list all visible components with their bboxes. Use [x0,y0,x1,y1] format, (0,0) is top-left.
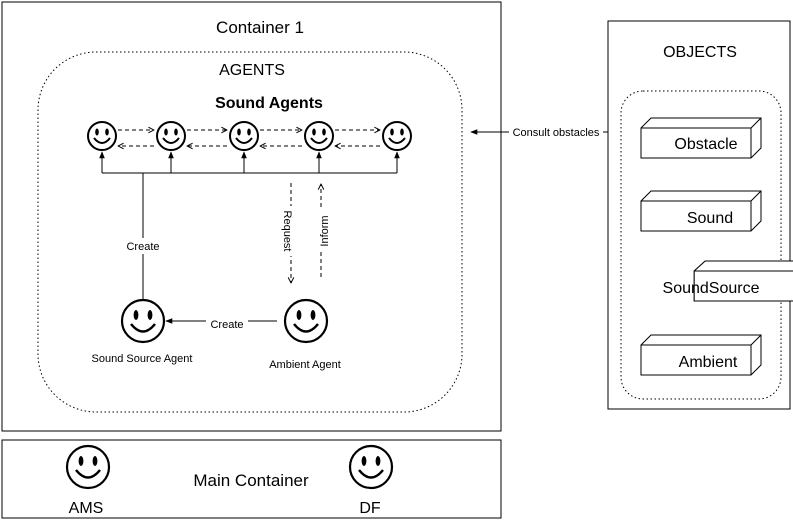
ams-agent-icon [65,444,111,490]
create-label-left: Create [126,241,159,253]
sound-agents-title: Sound Agents [215,95,323,112]
inform-label: Inform [319,215,331,246]
sound-source-agent: Sound Source Agent [92,298,193,365]
object-soundsource: SoundSource [663,260,793,302]
create-label-bottom: Create [210,319,243,331]
ambient-agent-label: Ambient Agent [269,359,341,371]
agents-group: AGENTS Sound Agents [37,51,463,413]
ambient-agent: Ambient Agent [269,298,341,371]
agent-communication-arrows [118,130,380,146]
sound-agent-icon [382,121,412,151]
create-bus [99,151,400,299]
df-label: DF [359,500,381,517]
sound-source-agent-label: Sound Source Agent [92,353,193,365]
object-ambient: Ambient [640,334,762,376]
container-1-title: Container 1 [216,18,304,37]
object-label: Obstacle [674,136,737,153]
object-obstacle: Obstacle [640,117,762,159]
main-container-title: Main Container [193,471,309,490]
ambient-agent-icon [283,298,329,344]
sound-agent-icon [304,121,334,151]
sound-agent-icon [87,121,117,151]
object-label: Sound [687,210,733,227]
object-sound: Sound [640,190,762,232]
object-label: SoundSource [663,280,760,297]
objects-title: OBJECTS [663,44,737,61]
container-1: Container 1 [1,1,502,432]
sound-agent-icon [156,121,186,151]
request-label: Request [281,211,293,252]
main-container: Main Container AMS DF [1,439,502,519]
df-agent-icon [348,444,394,490]
consult-obstacles-label: Consult obstacles [513,127,600,139]
sound-agent-icon [229,121,259,151]
ams-label: AMS [69,500,104,517]
sound-source-agent-icon [120,298,166,344]
object-label: Ambient [679,354,738,371]
agents-title: AGENTS [219,62,285,79]
